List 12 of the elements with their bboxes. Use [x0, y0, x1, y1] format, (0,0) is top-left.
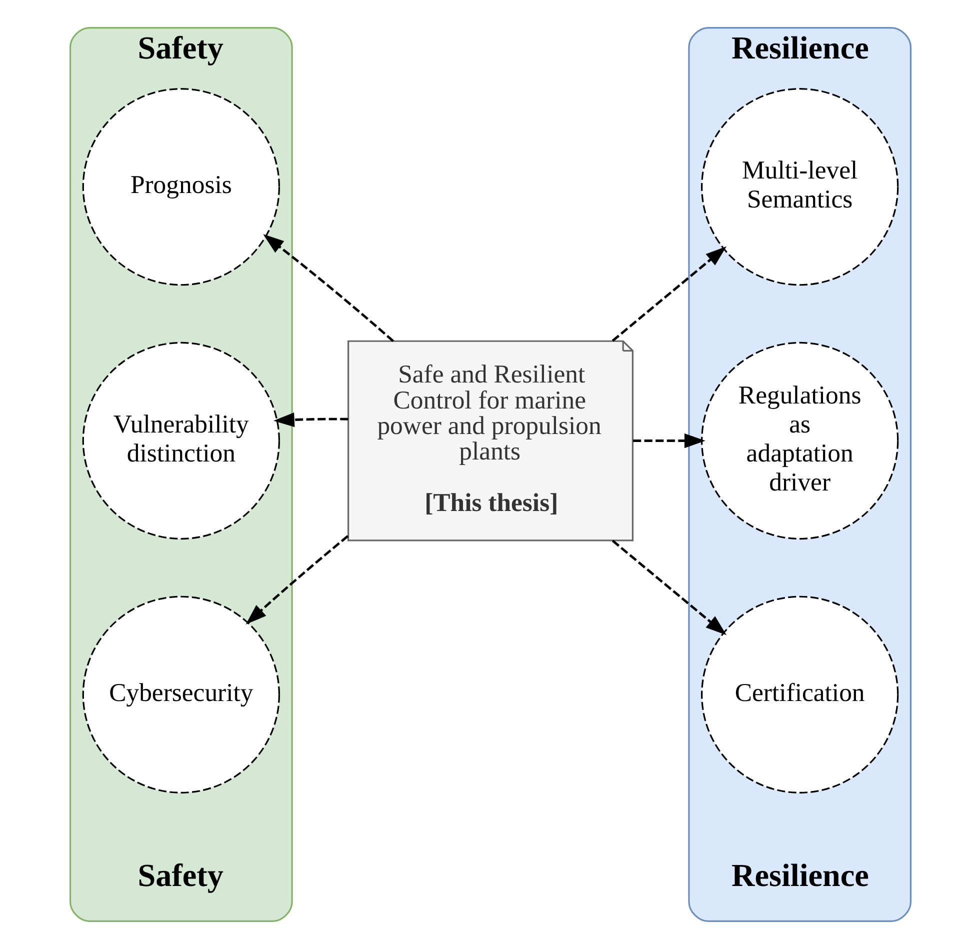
arrow: [245, 535, 348, 624]
node-circle: Certification: [700, 596, 898, 794]
node-circle: Prognosis: [82, 88, 280, 286]
node-circle: Cybersecurity: [82, 596, 280, 794]
node-circle: Regulations as adaptation driver: [700, 342, 898, 540]
node-circle: Vulnerability distinction: [82, 342, 280, 540]
arrow: [262, 234, 394, 342]
arrow: [611, 246, 726, 342]
arrow: [611, 540, 726, 636]
arrow: [632, 433, 705, 448]
node-circle: Multi-level Semantics: [700, 88, 898, 286]
arrow: [272, 412, 348, 428]
